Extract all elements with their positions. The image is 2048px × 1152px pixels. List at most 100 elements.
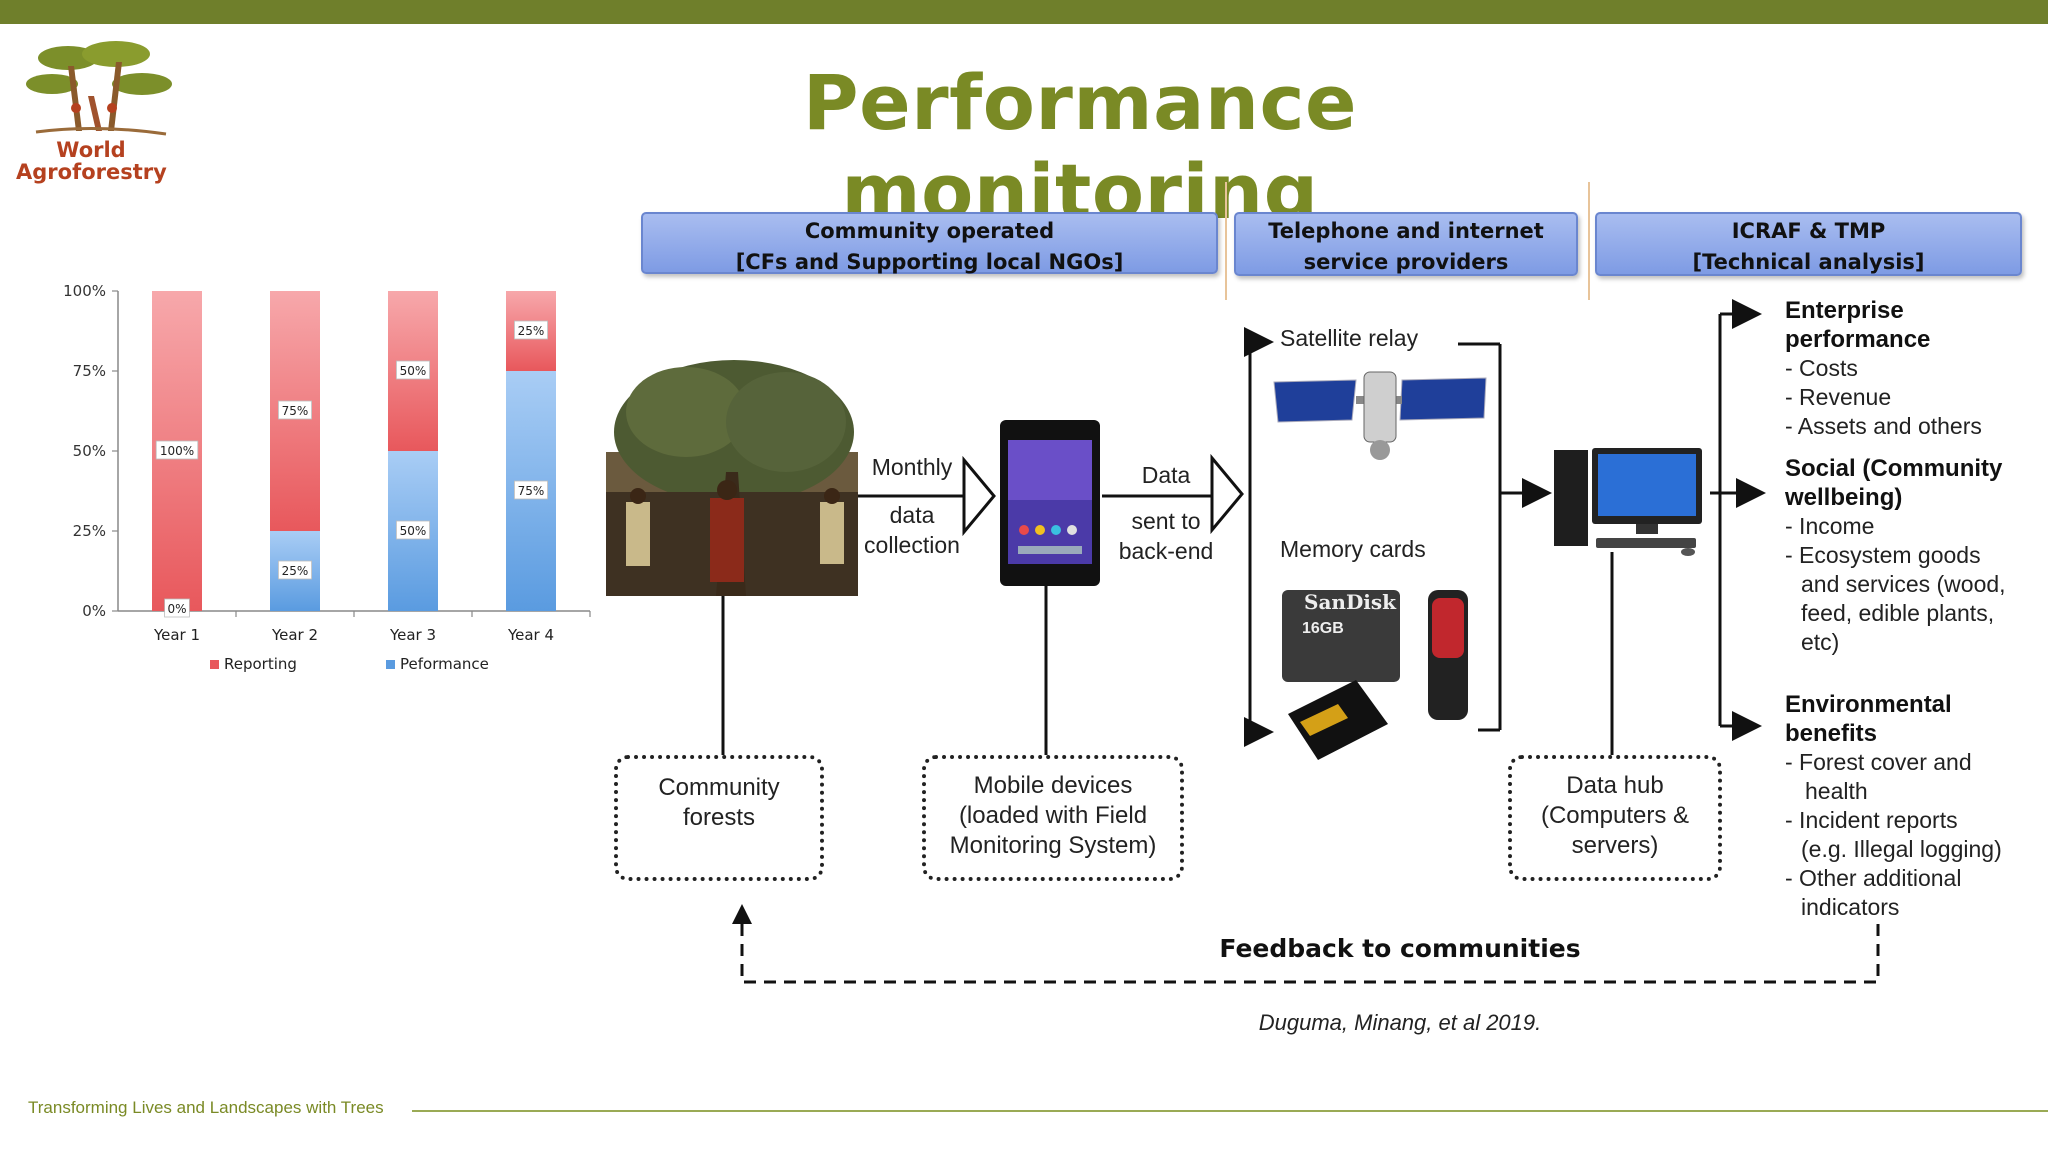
outcome-title: Environmental — [1785, 691, 1952, 718]
header-community-operated: Community operated [CFs and Supporting l… — [641, 212, 1218, 274]
data-label-reporting-bg — [513, 320, 548, 340]
y-tick-label: 100% — [63, 282, 106, 300]
outcome-enterprise: Enterprise performance - Costs - Revenue… — [1785, 296, 2045, 441]
label-data-collection: data collection — [856, 500, 968, 560]
sdcard-capacity: 16GB — [1302, 620, 1344, 637]
legend-swatch-reporting — [210, 660, 219, 669]
box-line: (loaded with Field — [958, 802, 1148, 829]
feedback-loop-line — [740, 910, 1880, 984]
stacked-bar-chart: 0% 25% 50% 75% 100% Year 1 100% 0% Year 2 75% 25% Y… — [63, 282, 591, 673]
data-label-reporting-bg — [155, 440, 199, 460]
y-tick-label: 0% — [82, 602, 106, 620]
data-label-reporting-bg — [277, 400, 312, 420]
citation: Duguma, Minang, et al 2019. — [1258, 1010, 1542, 1035]
outcome-item: - Income — [1785, 513, 1875, 539]
data-label-reporting: 75% — [282, 404, 309, 418]
hollow-arrow — [1210, 453, 1244, 535]
community-forest-photo — [606, 352, 858, 596]
footer-tagline: Transforming Lives and Landscapes with T… — [28, 1098, 384, 1117]
feedback-arrowhead — [732, 904, 752, 924]
world-agroforestry-logo — [16, 36, 176, 186]
memory-cards-image — [1282, 590, 1468, 760]
logo-text-world: World — [56, 138, 126, 162]
header-line: Community operated — [804, 219, 1055, 243]
outcome-title: performance — [1785, 326, 1931, 353]
outcome-item: and services (wood, — [1801, 571, 2006, 597]
outcome-title: Enterprise — [1785, 297, 1904, 324]
feedback-label: Feedback to communities — [1219, 934, 1581, 963]
data-label-reporting-bg — [395, 360, 430, 380]
y-tick-label: 50% — [73, 442, 106, 460]
data-label-peformance-bg — [164, 598, 190, 618]
box-line: servers) — [1571, 832, 1659, 859]
label-data: Data — [1141, 462, 1191, 488]
flow-line: back-end — [1118, 538, 1214, 564]
data-label-peformance-bg — [513, 480, 548, 500]
logo-text-agroforestry: Agroforestry — [16, 160, 167, 184]
mobile-devices-box: Mobile devices (loaded with Field Monito… — [922, 755, 1184, 881]
desktop-computer-image — [1554, 448, 1702, 556]
data-label-reporting: 100% — [160, 444, 194, 458]
label-monthly: Monthly — [871, 454, 953, 480]
header-icraf-tmp: ICRAF & TMP [Technical analysis] — [1595, 212, 2022, 276]
outcome-item: - Forest cover and — [1785, 749, 1972, 775]
label-sent-to-backend: sent to back-end — [1108, 506, 1224, 566]
data-label-peformance: 75% — [518, 484, 545, 498]
outcome-social: Social (Community wellbeing) - Income - … — [1785, 454, 2047, 657]
outcome-title: Social (Community — [1785, 455, 2003, 482]
tree-logo-icon — [26, 41, 172, 136]
legend-swatch-peformance — [386, 660, 395, 669]
sdcard-brand: SanDisk — [1304, 590, 1397, 614]
mobile-phone-image — [1000, 420, 1100, 586]
x-tick-label: Year 1 — [153, 626, 200, 644]
y-tick-label: 25% — [73, 522, 106, 540]
outcome-item: - Revenue — [1785, 384, 1892, 410]
x-tick-label: Year 4 — [507, 626, 554, 644]
footer-divider — [412, 1110, 2048, 1112]
box-line: Community — [658, 774, 780, 801]
label-satellite-relay: Satellite relay — [1280, 325, 1419, 351]
header-line: [CFs and Supporting local NGOs] — [735, 250, 1124, 274]
community-forests-box: Community forests — [614, 755, 824, 881]
y-tick-label: 75% — [73, 362, 106, 380]
label-memory-cards: Memory cards — [1280, 536, 1426, 562]
outcome-item: etc) — [1801, 629, 1840, 655]
column-separator — [1588, 182, 1590, 300]
data-label-peformance-bg — [277, 560, 312, 580]
satellite-image — [1273, 371, 1487, 460]
data-label-peformance: 0% — [167, 602, 186, 616]
x-tick-label: Year 3 — [389, 626, 436, 644]
hollow-arrow — [962, 455, 996, 537]
outcome-item: - Ecosystem goods — [1785, 542, 1981, 568]
outcome-item: feed, edible plants, — [1801, 600, 1995, 626]
box-line: (Computers & — [1540, 802, 1690, 829]
header-line: service providers — [1303, 250, 1509, 274]
legend-label-peformance: Peformance — [400, 655, 489, 673]
header-line: [Technical analysis] — [1692, 250, 1925, 274]
box-line: Monitoring System) — [949, 832, 1157, 859]
outcome-environment: Environmental benefits - Forest cover an… — [1785, 690, 2047, 922]
outcome-title: benefits — [1785, 720, 1878, 747]
outcome-item: - Other additional — [1785, 865, 1962, 891]
flow-line: data — [889, 502, 935, 528]
data-label-reporting: 25% — [518, 324, 545, 338]
data-label-peformance: 50% — [400, 524, 427, 538]
box-line: Data hub — [1566, 772, 1664, 799]
x-tick-label: Year 2 — [271, 626, 318, 644]
legend-label-reporting: Reporting — [224, 655, 297, 673]
box-line: Mobile devices — [973, 772, 1133, 799]
outcome-item: (e.g. Illegal logging) — [1801, 836, 2002, 862]
outcome-item: - Costs — [1785, 355, 1858, 381]
data-label-peformance: 25% — [282, 564, 309, 578]
flow-line: sent to — [1131, 508, 1201, 534]
outcome-item: health — [1805, 778, 1868, 804]
outcome-item: - Incident reports — [1785, 807, 1958, 833]
flow-line: collection — [864, 532, 960, 558]
box-line: forests — [682, 804, 756, 831]
outcome-item: - Assets and others — [1785, 413, 1982, 439]
column-separator — [1225, 182, 1227, 300]
top-accent-bar — [0, 0, 2048, 24]
outcome-title: wellbeing) — [1785, 484, 1903, 511]
header-telecom-providers: Telephone and internet service providers — [1234, 212, 1578, 276]
